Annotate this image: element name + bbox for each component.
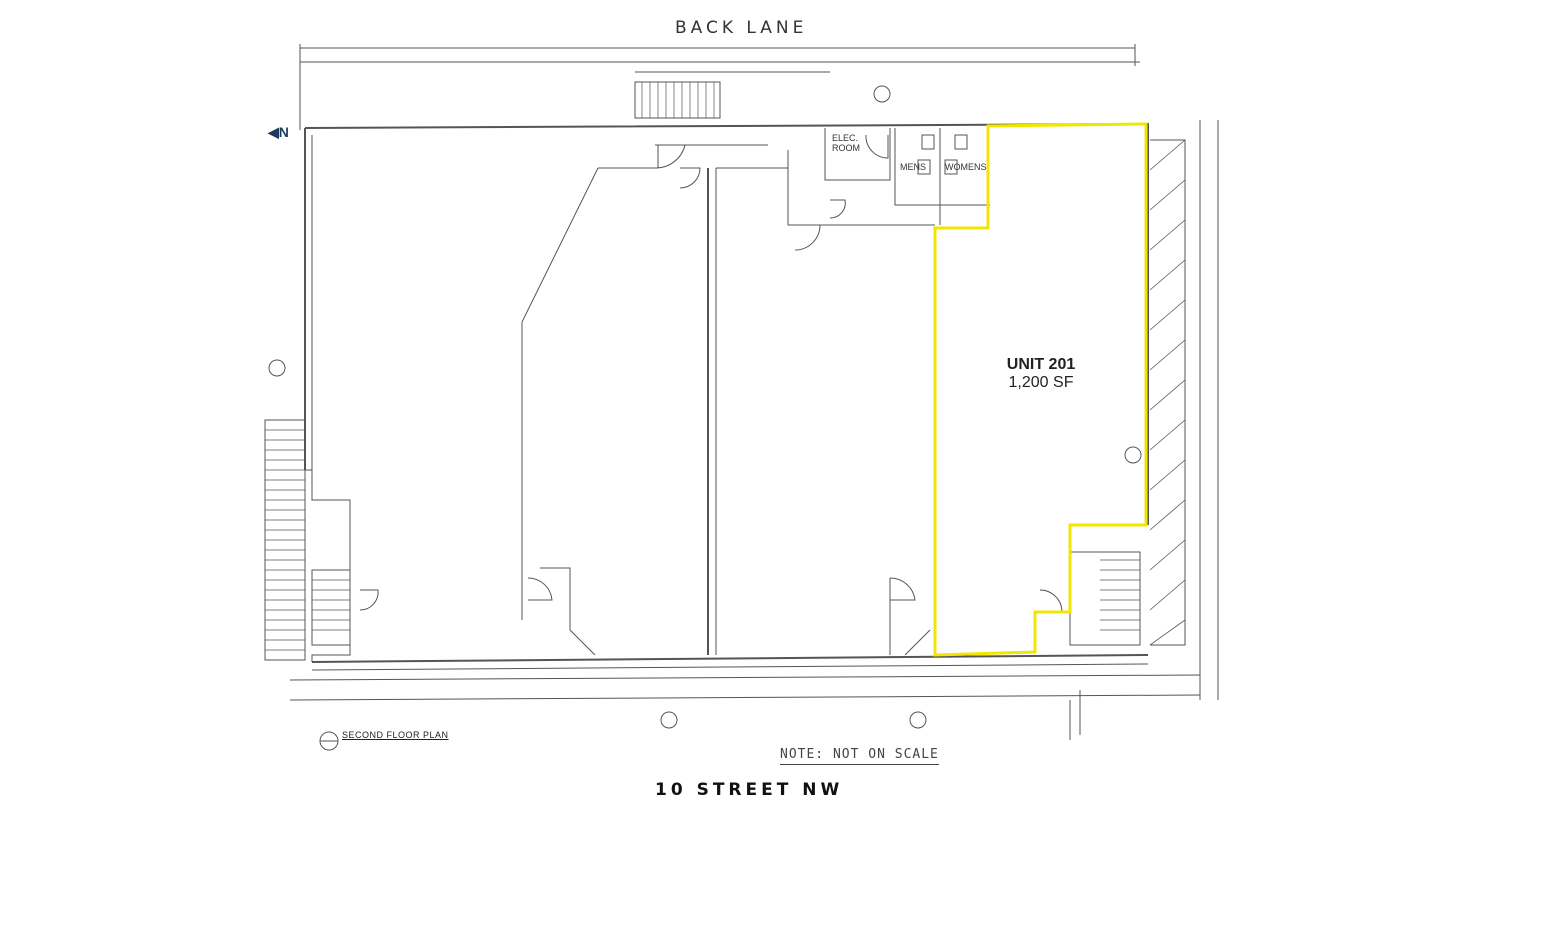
unit-area: 1,200 SF [1008,374,1074,391]
scale-note: NOTE: NOT ON SCALE [780,747,939,765]
womens-room-label: WOMENS [945,162,987,172]
front-street-label: 10 STREET NW [655,780,844,800]
mens-room-label: MENS [900,162,926,172]
unit-name: UNIT 201 [1006,356,1076,373]
north-arrow-label: N [278,124,289,140]
unit-201-outline [933,122,1148,657]
back-lane-label: BACK LANE [675,18,808,38]
plan-title: SECOND FLOOR PLAN [342,730,449,740]
unit-label: UNIT 201 1,200 SF [995,356,1087,392]
elec-room-label-2: ROOM [832,143,860,153]
elec-room-label-1: ELEC. [832,133,858,143]
north-arrow-icon: ◀N [268,124,289,140]
